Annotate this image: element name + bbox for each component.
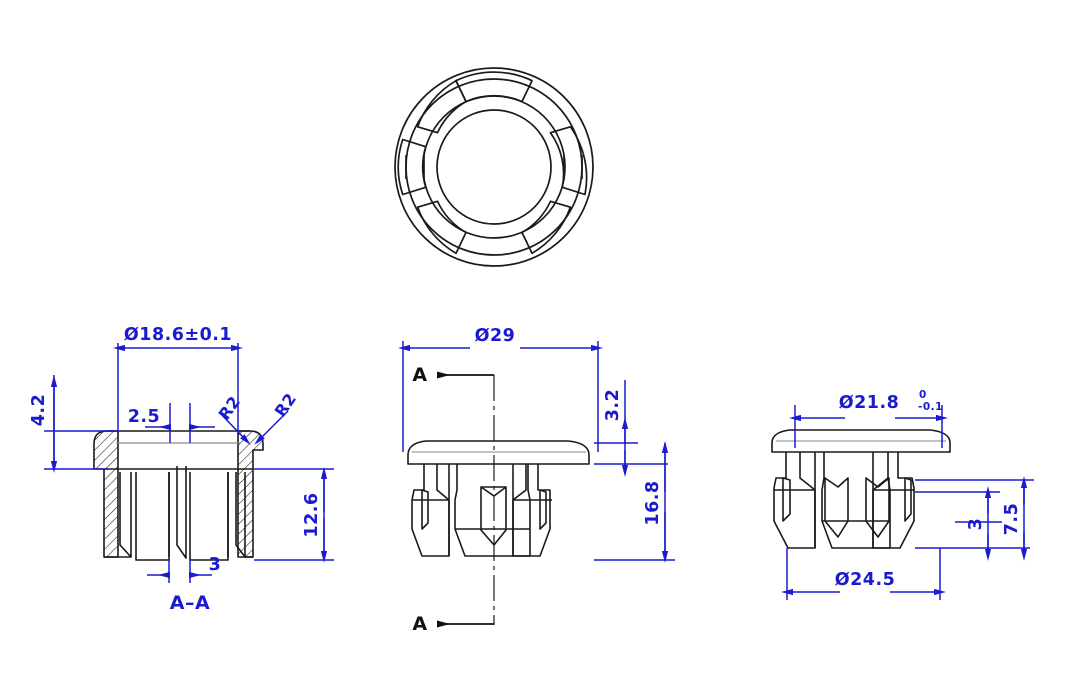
leader-line (254, 410, 289, 445)
dim-3-right-label: 3 (966, 518, 986, 531)
front-leg-left-barb (421, 489, 429, 530)
front-leg-middle (454, 464, 531, 557)
leader-line (218, 411, 251, 445)
lug-segment (549, 125, 588, 196)
dim-2-5-label: 2.5 (128, 407, 161, 427)
view-section-aa: Ø18.6±0.1 4.2 2.5 R2 R2 12.6 3 A–A (29, 325, 334, 614)
section-centre-rib (176, 466, 187, 559)
dim-7-5-label: 7.5 (1002, 503, 1022, 536)
section-cut-marks (437, 371, 494, 628)
dim-d21-8-label: Ø21.8 0 -0.1 (839, 389, 943, 413)
view-top-plan (394, 67, 594, 267)
dim-12-6-label: 12.6 (302, 492, 322, 537)
dim-d29-label: Ø29 (475, 326, 516, 346)
top-view-bore-circle (436, 109, 552, 225)
dim-16-8-label: 16.8 (643, 480, 663, 525)
top-view-outer-circle (394, 67, 594, 267)
view-side-elevation: Ø21.8 0 -0.1 3 7.5 Ø24.5 (771, 389, 1034, 600)
view-front-elevation: A A Ø29 3.2 16.8 (398, 326, 675, 635)
section-leg-left (119, 472, 132, 558)
side-leg-right-barb (904, 477, 912, 522)
side-leg-left (773, 452, 816, 549)
lug-segment (416, 200, 467, 255)
side-cap (771, 429, 951, 453)
section-arrow-bottom-letter: A (412, 613, 427, 635)
dim-d21-8-value: Ø21.8 (839, 393, 900, 413)
tab-right (563, 155, 583, 179)
front-leg-left (411, 464, 450, 557)
front-view-dimensions (398, 341, 675, 563)
section-dimensions (44, 343, 334, 583)
front-cap (407, 440, 590, 465)
dim-d18-6-label: Ø18.6±0.1 (124, 325, 232, 345)
dim-d24-5-label: Ø24.5 (835, 570, 896, 590)
top-view-radial-tabs (405, 155, 583, 179)
section-view-title: A–A (170, 592, 210, 614)
side-leg-left-barb (782, 477, 791, 522)
dim-3-2-label: 3.2 (603, 389, 623, 422)
front-leg-right (512, 464, 551, 557)
top-view-segment-lugs (397, 71, 588, 255)
lug-segment (416, 79, 467, 134)
lug-segment (455, 71, 533, 103)
side-view-dimensions (781, 405, 1034, 600)
lug-segment (521, 200, 572, 255)
dim-4-2-label: 4.2 (29, 394, 49, 427)
section-leg-right (235, 472, 246, 558)
lug-segment (397, 138, 427, 196)
dim-d21-8-tolerance-upper: 0 (919, 389, 927, 401)
front-leg-right-barb (539, 489, 547, 530)
tab-left (405, 155, 425, 179)
section-arrow-top-letter: A (412, 364, 427, 386)
dim-3-bottom-label: 3 (209, 555, 222, 575)
dim-d21-8-tolerance-lower: -0.1 (918, 401, 943, 413)
